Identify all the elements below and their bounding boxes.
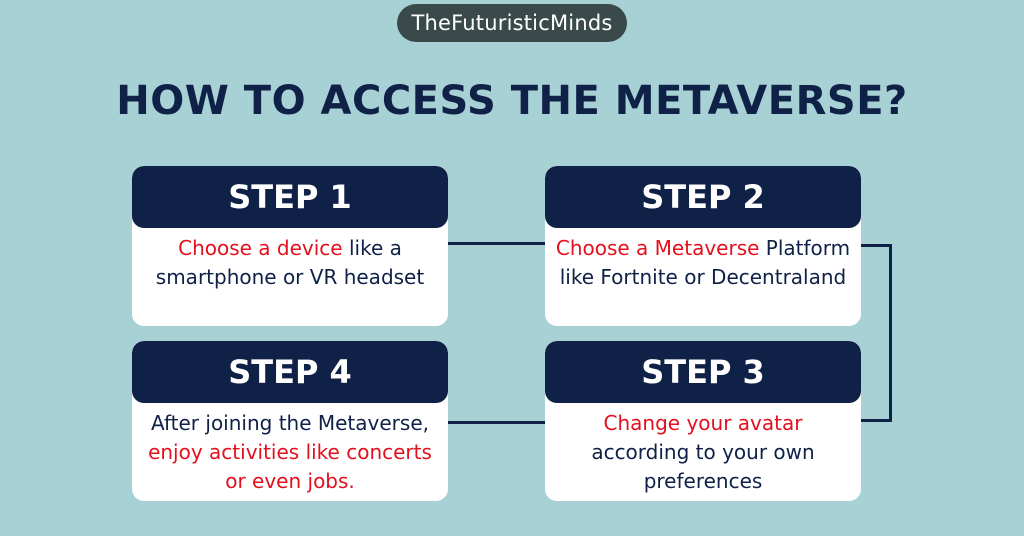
step-3-description: Change your avatar according to your own…	[545, 403, 861, 496]
connector-step2-step3-top	[860, 244, 892, 247]
connector-step2-step3-bottom	[860, 419, 892, 422]
step-4-card: STEP 4 After joining the Metaverse, enjo…	[132, 341, 448, 501]
step-2-header: STEP 2	[545, 166, 861, 228]
step-1-description: Choose a device like a smartphone or VR …	[132, 228, 448, 292]
step-3-card: STEP 3 Change your avatar according to y…	[545, 341, 861, 501]
step-2-card: STEP 2 Choose a Metaverse Platform like …	[545, 166, 861, 326]
step-3-header: STEP 3	[545, 341, 861, 403]
step-1-header: STEP 1	[132, 166, 448, 228]
connector-step2-step3-vertical	[889, 244, 892, 422]
step-1-card: STEP 1 Choose a device like a smartphone…	[132, 166, 448, 326]
step-4-highlight: enjoy activities like concerts or even j…	[148, 440, 432, 493]
step-2-text: Platform like Fortnite or Decentraland	[559, 236, 851, 289]
step-1-text: like a smartphone or VR headset	[155, 236, 425, 289]
step-3-text: according to your own preferences	[591, 440, 815, 493]
connector-step1-step2	[447, 242, 547, 245]
step-4-text: After joining the Metaverse,	[151, 411, 429, 435]
step-1-highlight: Choose a device	[178, 236, 343, 260]
step-3-highlight: Change your avatar	[603, 411, 803, 435]
step-2-highlight: Choose a Metaverse	[555, 236, 760, 260]
connector-step3-step4	[447, 421, 547, 424]
step-4-description: After joining the Metaverse, enjoy activ…	[132, 403, 448, 496]
brand-badge: TheFuturisticMinds	[397, 4, 627, 42]
page-title: HOW TO ACCESS THE METAVERSE?	[116, 78, 908, 124]
step-2-description: Choose a Metaverse Platform like Fortnit…	[545, 228, 861, 292]
step-4-header: STEP 4	[132, 341, 448, 403]
